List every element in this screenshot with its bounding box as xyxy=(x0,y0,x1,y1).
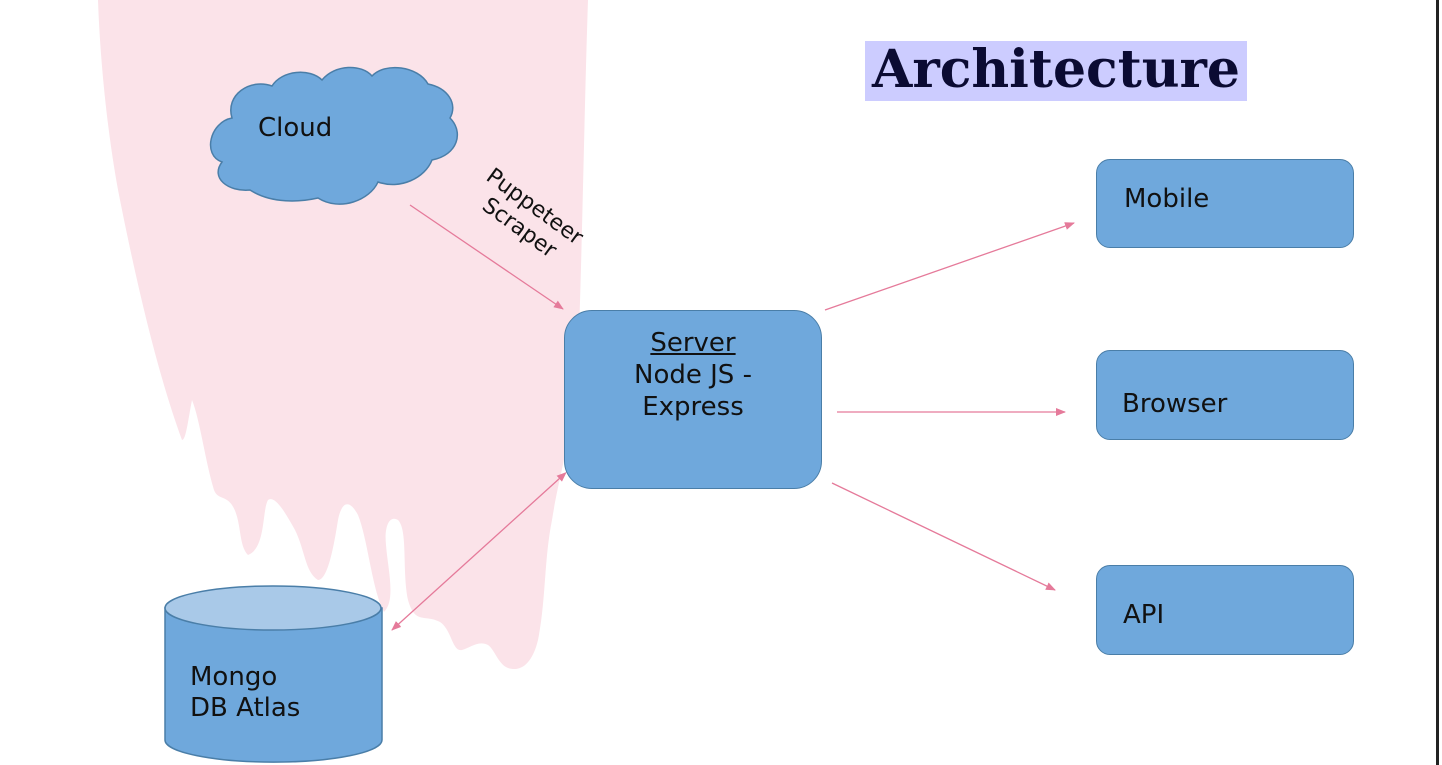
arrow-server-to-mobile xyxy=(824,222,1075,311)
api-node: API xyxy=(1096,565,1354,655)
cloud-label: Cloud xyxy=(258,113,333,143)
server-node: Server Node JS - Express xyxy=(564,310,822,489)
server-line2: Express xyxy=(642,392,744,422)
database-label: Mongo DB Atlas xyxy=(190,662,360,724)
browser-node: Browser xyxy=(1096,350,1354,440)
page-edge-border xyxy=(1436,0,1439,765)
server-heading: Server xyxy=(650,328,736,358)
arrow-server-db xyxy=(391,471,567,631)
server-line1: Node JS - xyxy=(634,360,752,390)
database-label-line1: Mongo xyxy=(190,662,278,692)
arrow-cloud-to-server xyxy=(409,204,564,310)
api-label: API xyxy=(1123,600,1165,630)
database-icon xyxy=(164,585,383,763)
cloud-icon xyxy=(209,66,459,205)
browser-label: Browser xyxy=(1122,389,1228,419)
page-title: Architecture xyxy=(865,41,1247,101)
arrow-server-to-api xyxy=(831,482,1056,591)
mobile-node: Mobile xyxy=(1096,159,1354,248)
mobile-label: Mobile xyxy=(1124,184,1210,214)
database-label-line2: DB Atlas xyxy=(190,693,301,723)
